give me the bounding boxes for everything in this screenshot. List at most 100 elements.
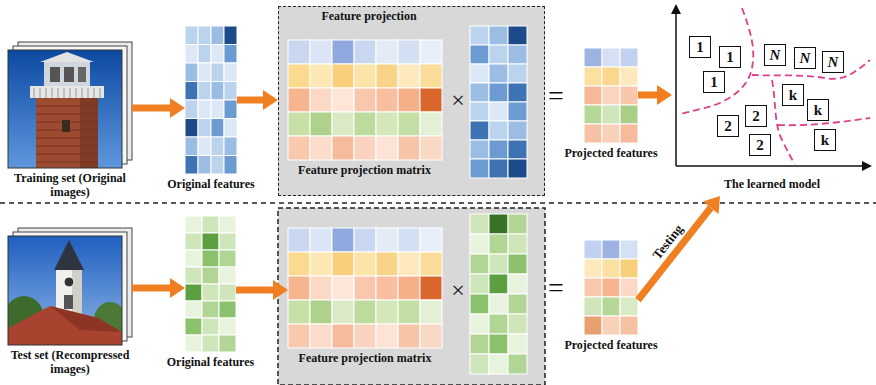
matrix-cell <box>584 67 602 86</box>
matrix-cell <box>602 316 620 335</box>
operator-sign: = <box>548 274 564 302</box>
matrix-cell <box>332 40 354 64</box>
matrix-cell <box>620 316 638 335</box>
projected-matrix: Projected features <box>584 240 638 335</box>
arrow-head <box>170 278 185 298</box>
matrix-cell <box>288 300 310 324</box>
matrix-cell <box>620 67 638 86</box>
matrix-cell <box>219 267 236 284</box>
brick-lines <box>36 106 98 162</box>
matrix-cell <box>310 88 332 112</box>
matrix-cell <box>508 254 527 274</box>
arrow-shaft <box>236 287 273 294</box>
matrix-cell <box>420 300 442 324</box>
projected-matrix-art <box>584 240 638 335</box>
flow-arrow <box>638 85 672 105</box>
matrix-cell <box>470 159 489 178</box>
matrix-cell <box>376 228 398 252</box>
matrix-cell <box>224 45 237 64</box>
matrix-cell <box>376 300 398 324</box>
x-axis <box>676 165 864 167</box>
class-sample: k <box>782 84 804 106</box>
matrix-cell <box>211 156 224 175</box>
boundary-curve <box>680 8 753 114</box>
matrix-cell <box>185 63 198 82</box>
matrix-cell <box>584 278 602 297</box>
matrix-cell <box>288 112 310 136</box>
matrix-cell <box>211 45 224 64</box>
matrix-cell <box>332 300 354 324</box>
class-label: 1 <box>710 75 718 90</box>
class-label: 1 <box>696 40 704 55</box>
lantern-window <box>78 67 86 82</box>
matrix-cell <box>398 136 420 160</box>
matrix-cell <box>398 228 420 252</box>
matrix-cell <box>376 276 398 300</box>
matrix-label: Original features <box>167 177 254 191</box>
arrow-head <box>273 280 288 300</box>
flow-arrow <box>132 278 185 298</box>
image-stack: Training set (Original images) <box>8 42 132 168</box>
matrix-cell <box>211 137 224 156</box>
projection-panel <box>278 208 545 385</box>
matrix-cell <box>470 314 489 334</box>
matrix-cell <box>185 250 202 267</box>
matrix-cell <box>508 26 527 45</box>
matrix-cell <box>508 234 527 254</box>
roof-shade <box>50 306 122 332</box>
roof <box>8 306 122 345</box>
class-label: N <box>770 48 781 63</box>
matrix-cell <box>398 276 420 300</box>
matrix-cell <box>211 119 224 138</box>
matrix-cell <box>584 105 602 124</box>
matrix-cell <box>219 335 236 352</box>
tower-shade <box>80 98 98 168</box>
matrix-cell <box>584 240 602 259</box>
label-slot: Projected features <box>564 146 657 160</box>
matrix-cell <box>489 140 508 159</box>
matrix-cell <box>376 40 398 64</box>
matrix-cell <box>470 140 489 159</box>
matrix-cell <box>202 267 219 284</box>
matrix-cell <box>332 64 354 88</box>
matrix-cell <box>202 335 219 352</box>
matrix-cell <box>224 63 237 82</box>
feature-matrix-art <box>470 26 527 178</box>
matrix-cell <box>508 64 527 83</box>
matrix-cell <box>198 119 211 138</box>
matrix-cell <box>508 83 527 102</box>
matrix-cell <box>288 88 310 112</box>
matrix-cell <box>420 252 442 276</box>
matrix-label: Feature projection matrix <box>298 163 431 177</box>
separator <box>0 202 876 204</box>
matrix-cell <box>185 216 202 233</box>
matrix-cell <box>332 324 354 348</box>
class-label: 1 <box>726 50 734 65</box>
panel-fill <box>278 6 545 196</box>
matrix-cell <box>198 82 211 101</box>
flow-arrow <box>132 98 185 118</box>
matrix-cell <box>489 314 508 334</box>
lantern-window <box>64 67 74 82</box>
arrow-head <box>263 90 278 110</box>
matrix-cell <box>584 48 602 67</box>
title-slot: Feature projection <box>279 9 459 23</box>
arrow-shaft <box>132 285 170 292</box>
matrix-cell <box>185 82 198 101</box>
photo-frame <box>8 50 122 168</box>
matrix-cell <box>288 136 310 160</box>
feature-matrix: Original features <box>185 26 237 174</box>
matrix-cell <box>185 301 202 318</box>
matrix-cell <box>508 140 527 159</box>
matrix-cell <box>198 156 211 175</box>
railing <box>34 88 100 98</box>
church-photo <box>8 236 122 345</box>
label-slot: Feature projection matrix <box>299 351 432 365</box>
matrix-cell <box>489 234 508 254</box>
sky <box>8 236 122 345</box>
matrix-cell <box>470 214 489 234</box>
matrix-cell <box>224 26 237 45</box>
matrix-label: Original features <box>167 355 254 369</box>
matrix-cell <box>602 278 620 297</box>
